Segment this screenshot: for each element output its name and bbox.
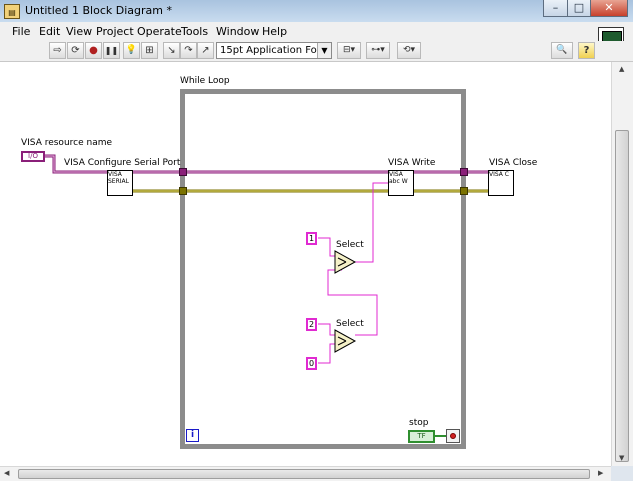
while-loop[interactable] — [180, 89, 466, 449]
menu-file[interactable]: File — [12, 25, 31, 38]
chevron-down-icon: ▼ — [317, 43, 331, 58]
scroll-down-icon[interactable]: ▼ — [619, 454, 625, 462]
loop-tunnel-visa-out[interactable] — [460, 168, 468, 176]
while-loop-label: While Loop — [180, 76, 230, 86]
help-icon[interactable]: ? — [578, 42, 595, 59]
scroll-left-icon[interactable]: ◀ — [4, 469, 10, 477]
maximize-button[interactable]: □ — [567, 0, 591, 17]
toolbar: ⇨ ⟳ ● ❚❚ 💡 ⊞ ↘ ↷ ↗ 15pt Application Font… — [0, 41, 633, 62]
step-into-icon[interactable]: ↘ — [163, 42, 180, 59]
menu-edit[interactable]: Edit — [39, 25, 61, 38]
labview-diagram-icon: ▤ — [4, 4, 20, 19]
visa-configure-label: VISA Configure Serial Port — [64, 158, 181, 168]
numeric-constant-0[interactable]: 0 — [306, 357, 317, 370]
step-out-icon[interactable]: ↗ — [197, 42, 214, 59]
visa-close-label: VISA Close — [489, 158, 538, 168]
run-arrow-icon[interactable]: ⇨ — [49, 42, 66, 59]
loop-tunnel-error-in[interactable] — [179, 187, 187, 195]
select-function-2[interactable] — [334, 329, 357, 353]
menu-help[interactable]: Help — [262, 25, 288, 38]
reorder-icon[interactable]: ⟲▾ — [397, 42, 421, 59]
search-icon[interactable]: 🔍 — [551, 42, 573, 59]
menu-operate[interactable]: Operate — [137, 25, 182, 38]
menu-project[interactable]: Project — [96, 25, 134, 38]
align-icon[interactable]: ⊟▾ — [337, 42, 361, 59]
visa-resource-label: VISA resource name — [21, 138, 113, 148]
retain-wire-icon[interactable]: ⊞ — [141, 42, 158, 59]
visa-resource-control[interactable]: I/O — [21, 151, 45, 162]
vertical-scrollbar[interactable]: ▲ ▼ — [611, 62, 633, 466]
numeric-constant-1[interactable]: 1 — [306, 232, 317, 245]
font-select[interactable]: 15pt Application Font ▼ — [216, 42, 332, 59]
numeric-constant-2[interactable]: 2 — [306, 318, 317, 331]
run-continuous-icon[interactable]: ⟳ — [67, 42, 84, 59]
highlight-bulb-icon[interactable]: 💡 — [123, 42, 140, 59]
stop-boolean-control[interactable]: TF — [408, 430, 435, 443]
visa-write-label: VISA Write — [388, 158, 436, 168]
menu-view[interactable]: View — [66, 25, 93, 38]
loop-tunnel-visa-in[interactable] — [179, 168, 187, 176]
wire-layer — [45, 154, 488, 437]
menu-bar: File Edit View Project Operate Tools Win… — [0, 22, 633, 41]
loop-tunnel-error-out[interactable] — [460, 187, 468, 195]
select-1-label: Select — [336, 240, 364, 250]
step-over-icon[interactable]: ↷ — [180, 42, 197, 59]
visa-configure-serial-port-node[interactable]: VISA SERIAL — [107, 170, 133, 196]
abort-icon[interactable]: ● — [85, 42, 102, 59]
menu-tools[interactable]: Tools — [181, 25, 209, 38]
iteration-terminal[interactable]: i — [186, 429, 199, 442]
window-title: Untitled 1 Block Diagram * — [25, 4, 172, 17]
pause-icon[interactable]: ❚❚ — [103, 42, 120, 59]
horizontal-scrollbar[interactable]: ◀ ▶ — [0, 466, 611, 481]
numeric-wires — [318, 182, 389, 364]
distribute-icon[interactable]: ⊶▾ — [366, 42, 390, 59]
stop-label: stop — [409, 418, 429, 428]
block-diagram-canvas[interactable]: VISA resource name I/O While Loop VISA C… — [0, 62, 611, 466]
loop-condition-terminal[interactable] — [446, 429, 460, 443]
minimize-button[interactable]: – — [543, 0, 568, 17]
stop-if-true-icon — [450, 433, 456, 439]
scroll-up-icon[interactable]: ▲ — [619, 65, 625, 73]
select-function-1[interactable] — [334, 250, 357, 274]
font-select-value: 15pt Application Font — [220, 45, 327, 56]
horizontal-scroll-thumb[interactable] — [18, 469, 590, 479]
visa-write-node[interactable]: VISA abc W — [388, 170, 414, 196]
vertical-scroll-thumb[interactable] — [615, 130, 629, 462]
title-bar: ▤ Untitled 1 Block Diagram * – □ ✕ — [0, 0, 633, 22]
scroll-right-icon[interactable]: ▶ — [598, 469, 604, 477]
visa-close-node[interactable]: VISA C — [488, 170, 514, 196]
menu-window[interactable]: Window — [216, 25, 260, 38]
close-button[interactable]: ✕ — [590, 0, 628, 17]
select-2-label: Select — [336, 319, 364, 329]
visa-wire — [45, 154, 488, 174]
